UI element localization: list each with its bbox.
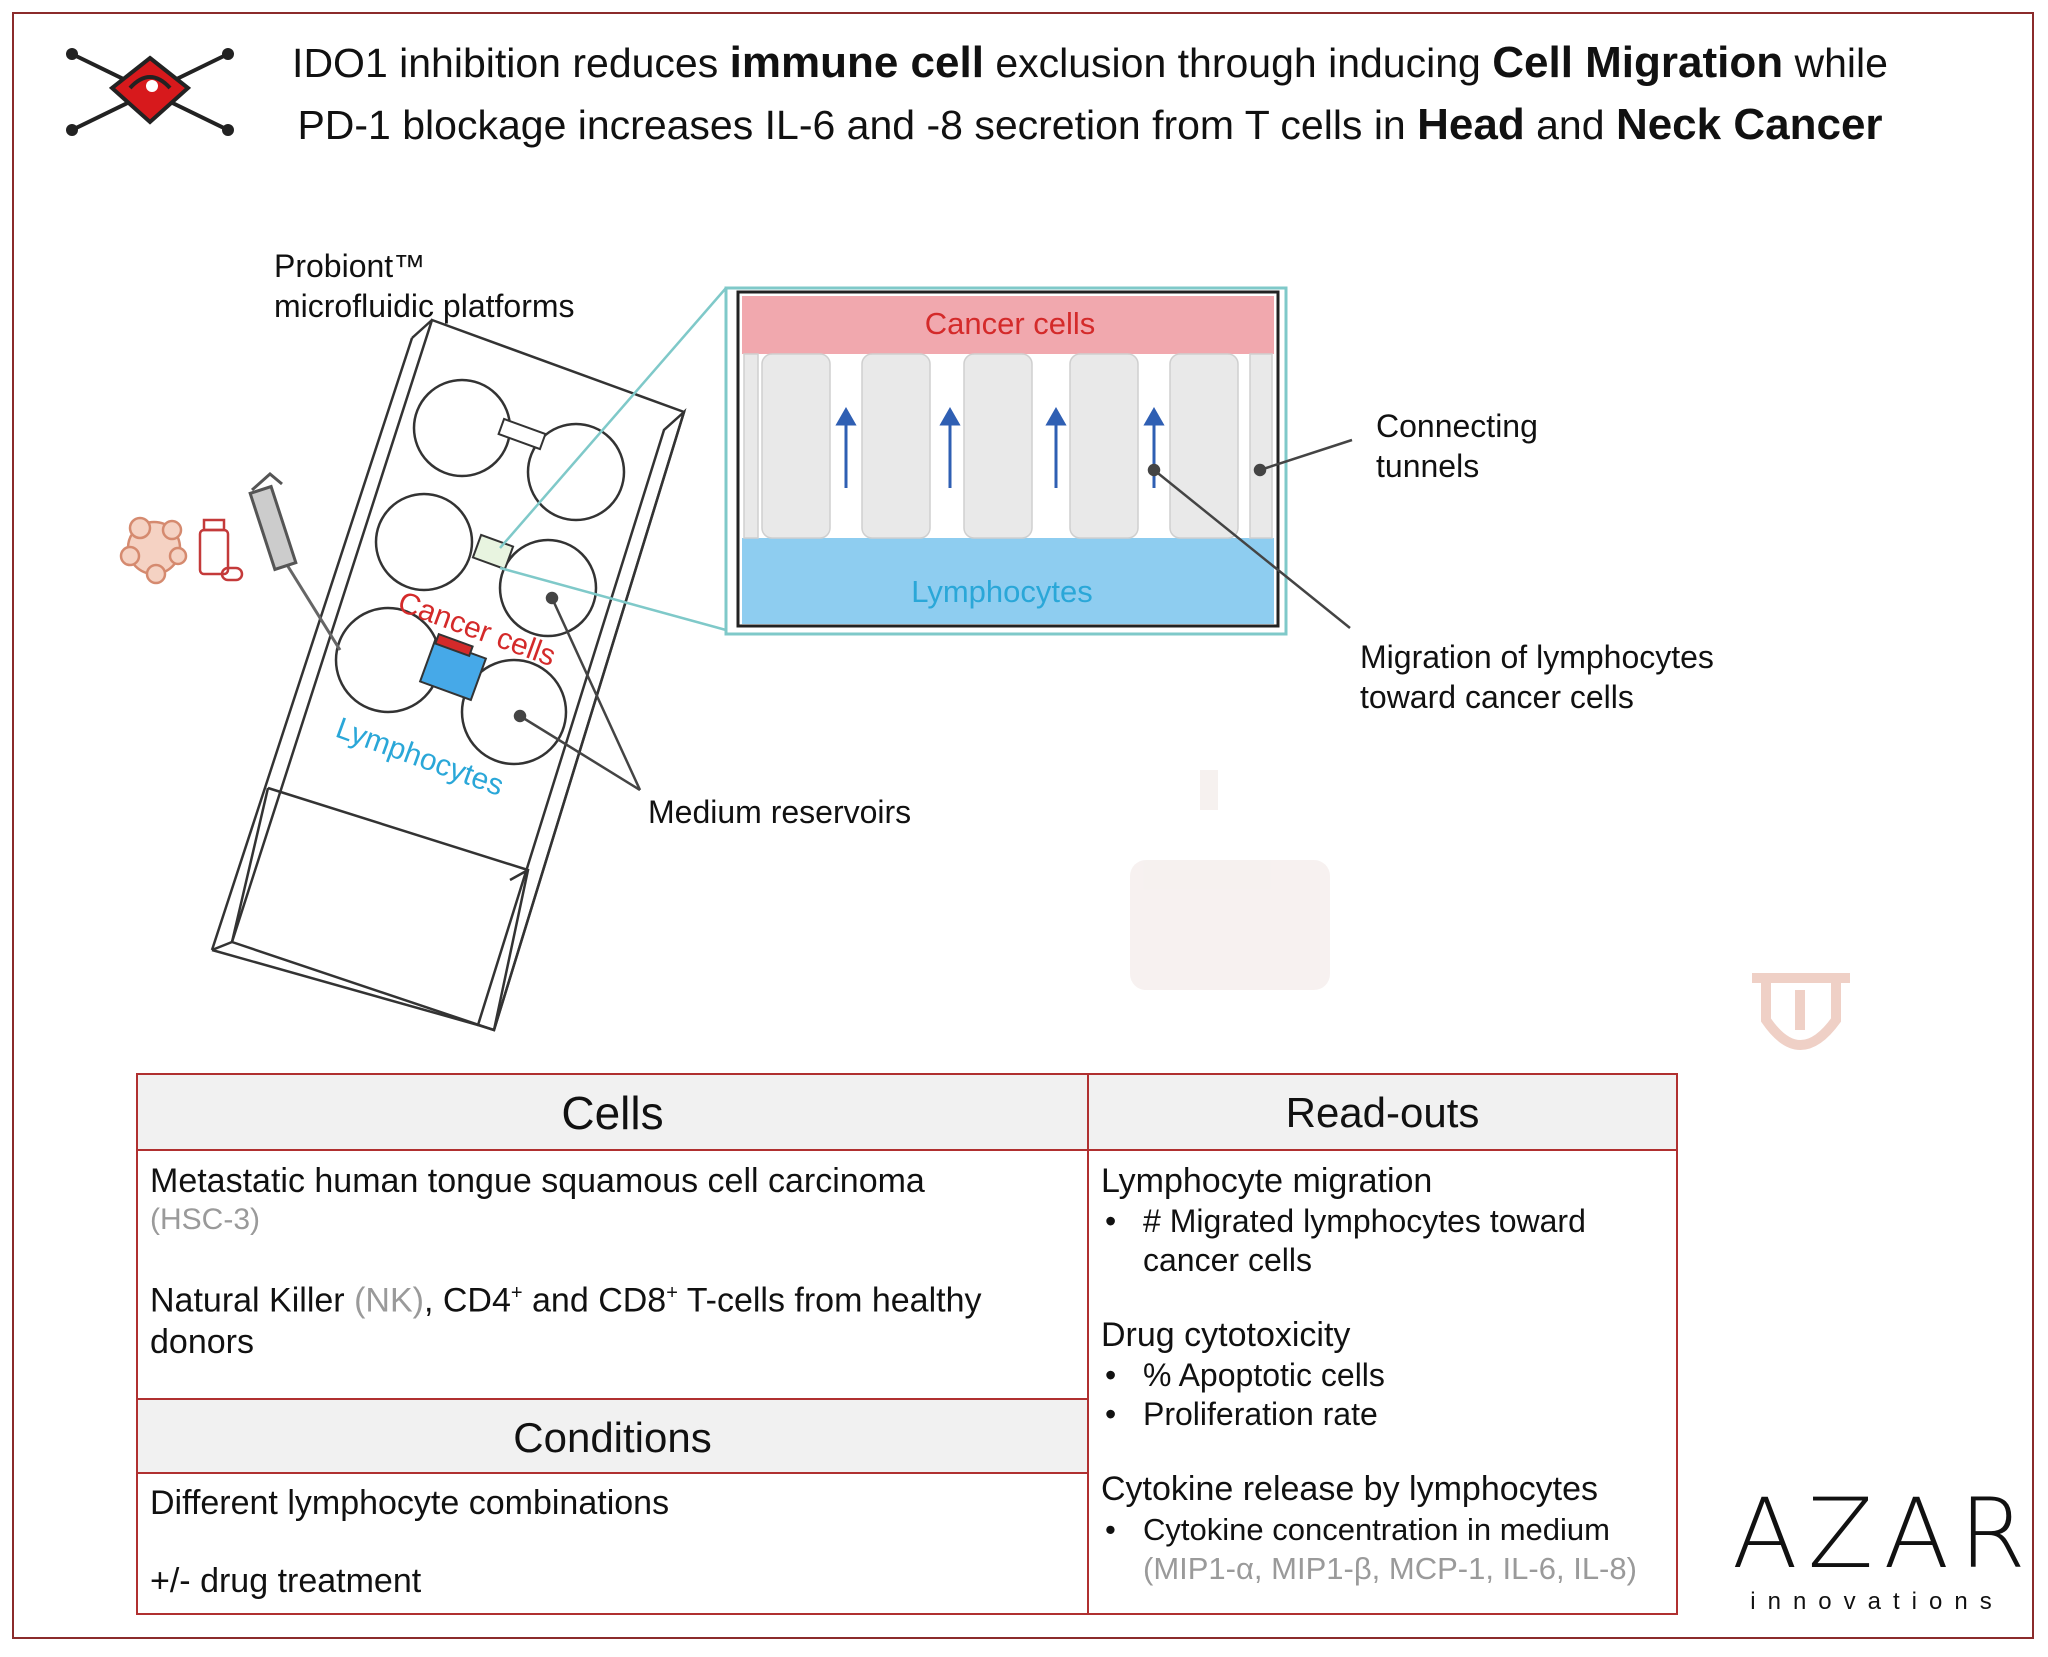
zoom-lymph-label: Lymphocytes bbox=[911, 574, 1093, 609]
pointer-lines bbox=[513, 438, 1353, 792]
background-microscope-icon bbox=[1130, 770, 1330, 990]
title-line-1-segment-2: exclusion through inducing bbox=[983, 40, 1493, 86]
readouts-header: Read-outs bbox=[1089, 1075, 1676, 1151]
background-tongue-icon bbox=[1752, 973, 1850, 1050]
readouts-content: Lymphocyte migration # Migrated lymphocy… bbox=[1101, 1160, 1671, 1588]
page-frame bbox=[12, 12, 2034, 1639]
cells-header: Cells bbox=[138, 1075, 1087, 1151]
info-table bbox=[136, 1073, 1678, 1615]
title-line-1-segment-1: immune cell bbox=[729, 38, 984, 87]
drug-vial-icon bbox=[198, 518, 244, 582]
title-line-2-segment-1: Head bbox=[1417, 100, 1525, 149]
logo-tagline: innovations bbox=[1750, 1588, 2004, 1615]
azar-logo-icon bbox=[66, 48, 234, 136]
microfluidic-diagram: Cancer cells Lymphocytes Cancer cells Ly… bbox=[119, 286, 1850, 1050]
tunnels-label: Connecting tunnels bbox=[1376, 408, 1538, 484]
title-line-2-segment-0: PD-1 blockage increases IL-6 and -8 secr… bbox=[297, 102, 1418, 148]
page-title: IDO1 inhibition reduces immune cell excl… bbox=[280, 32, 1900, 156]
platform-label: Probiont™ microfluidic platforms bbox=[274, 248, 575, 324]
azar-logo: AZAR innovations bbox=[1732, 1478, 2036, 1616]
title-line-1: IDO1 inhibition reduces immune cell excl… bbox=[280, 32, 1900, 94]
chip-channels bbox=[418, 417, 547, 702]
title-line-2-segment-2: and bbox=[1524, 102, 1616, 148]
zoom-box bbox=[724, 286, 1288, 636]
zoom-cancer-label: Cancer cells bbox=[925, 306, 1096, 341]
conditions-content: Different lymphocyte combinations +/- dr… bbox=[150, 1484, 670, 1600]
title-line-2-segment-3: Neck Cancer bbox=[1615, 100, 1883, 149]
cells-content: Metastatic human tongue squamous cell ca… bbox=[150, 1162, 982, 1362]
migration-label: Migration of lymphocytes toward cancer c… bbox=[1360, 639, 1714, 715]
cancer-cell-icon bbox=[119, 516, 188, 585]
zoom-line-bottom bbox=[499, 566, 727, 632]
readout-item: Proliferation rate bbox=[1101, 1395, 1671, 1434]
migration-arrows bbox=[835, 406, 1165, 488]
logo-brand: AZAR bbox=[1732, 1478, 2036, 1590]
chip-wells bbox=[334, 378, 626, 766]
table-column-divider bbox=[1087, 1073, 1089, 1615]
zoom-line-top bbox=[499, 287, 727, 549]
reservoirs-label: Medium reservoirs bbox=[648, 794, 912, 830]
title-line-1-segment-4: while bbox=[1783, 40, 1888, 86]
title-line-2: PD-1 blockage increases IL-6 and -8 secr… bbox=[280, 94, 1900, 156]
pipette-icon bbox=[248, 472, 342, 651]
chip-device bbox=[210, 318, 687, 1032]
readout-item: Cytokine concentration in medium(MIP1-α,… bbox=[1101, 1510, 1671, 1588]
title-line-1-segment-3: Cell Migration bbox=[1492, 38, 1784, 87]
conditions-header: Conditions bbox=[138, 1398, 1087, 1474]
title-line-1-segment-0: IDO1 inhibition reduces bbox=[292, 40, 730, 86]
readout-item: % Apoptotic cells bbox=[1101, 1356, 1671, 1395]
